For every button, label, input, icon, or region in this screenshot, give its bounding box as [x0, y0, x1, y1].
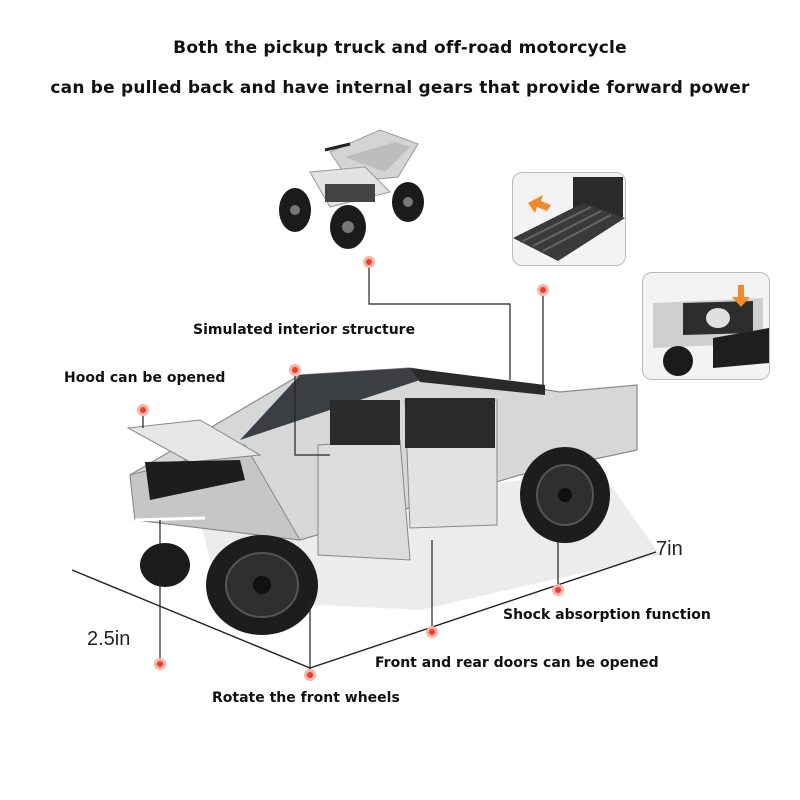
marker-dot-icon	[363, 256, 375, 268]
arrow-icon	[528, 195, 551, 213]
marker-dot-icon	[154, 658, 166, 670]
marker-dot-icon	[537, 284, 549, 296]
tailgate-ramp-inset	[512, 172, 626, 266]
marker-dot-icon	[304, 669, 316, 681]
callout-hood: Hood can be opened	[64, 370, 226, 386]
marker-dot-icon	[137, 404, 149, 416]
front-wheel	[206, 535, 318, 635]
front-door	[317, 439, 411, 561]
callout-doors: Front and rear doors can be opened	[375, 655, 659, 671]
tailgate-ramp-image	[513, 177, 625, 261]
rear-wheel	[520, 447, 610, 543]
callout-shock: Shock absorption function	[503, 607, 711, 623]
marker-dots	[137, 256, 564, 681]
arrow-icon	[732, 285, 750, 307]
callout-wheels: Rotate the front wheels	[212, 690, 400, 706]
truck-bed-image	[653, 285, 769, 376]
dimension-length: 7in	[656, 538, 683, 560]
atv-image	[279, 129, 424, 249]
truck-bed-inset	[642, 272, 770, 380]
headline-line-1: Both the pickup truck and off-road motor…	[173, 38, 627, 58]
truck-body	[126, 367, 638, 561]
marker-dot-icon	[552, 584, 564, 596]
marker-dot-icon	[289, 364, 301, 376]
headline-line-2: can be pulled back and have internal gea…	[50, 78, 750, 98]
callout-interior: Simulated interior structure	[193, 322, 416, 338]
marker-dot-icon	[426, 626, 438, 638]
dimension-height: 2.5in	[87, 628, 131, 650]
